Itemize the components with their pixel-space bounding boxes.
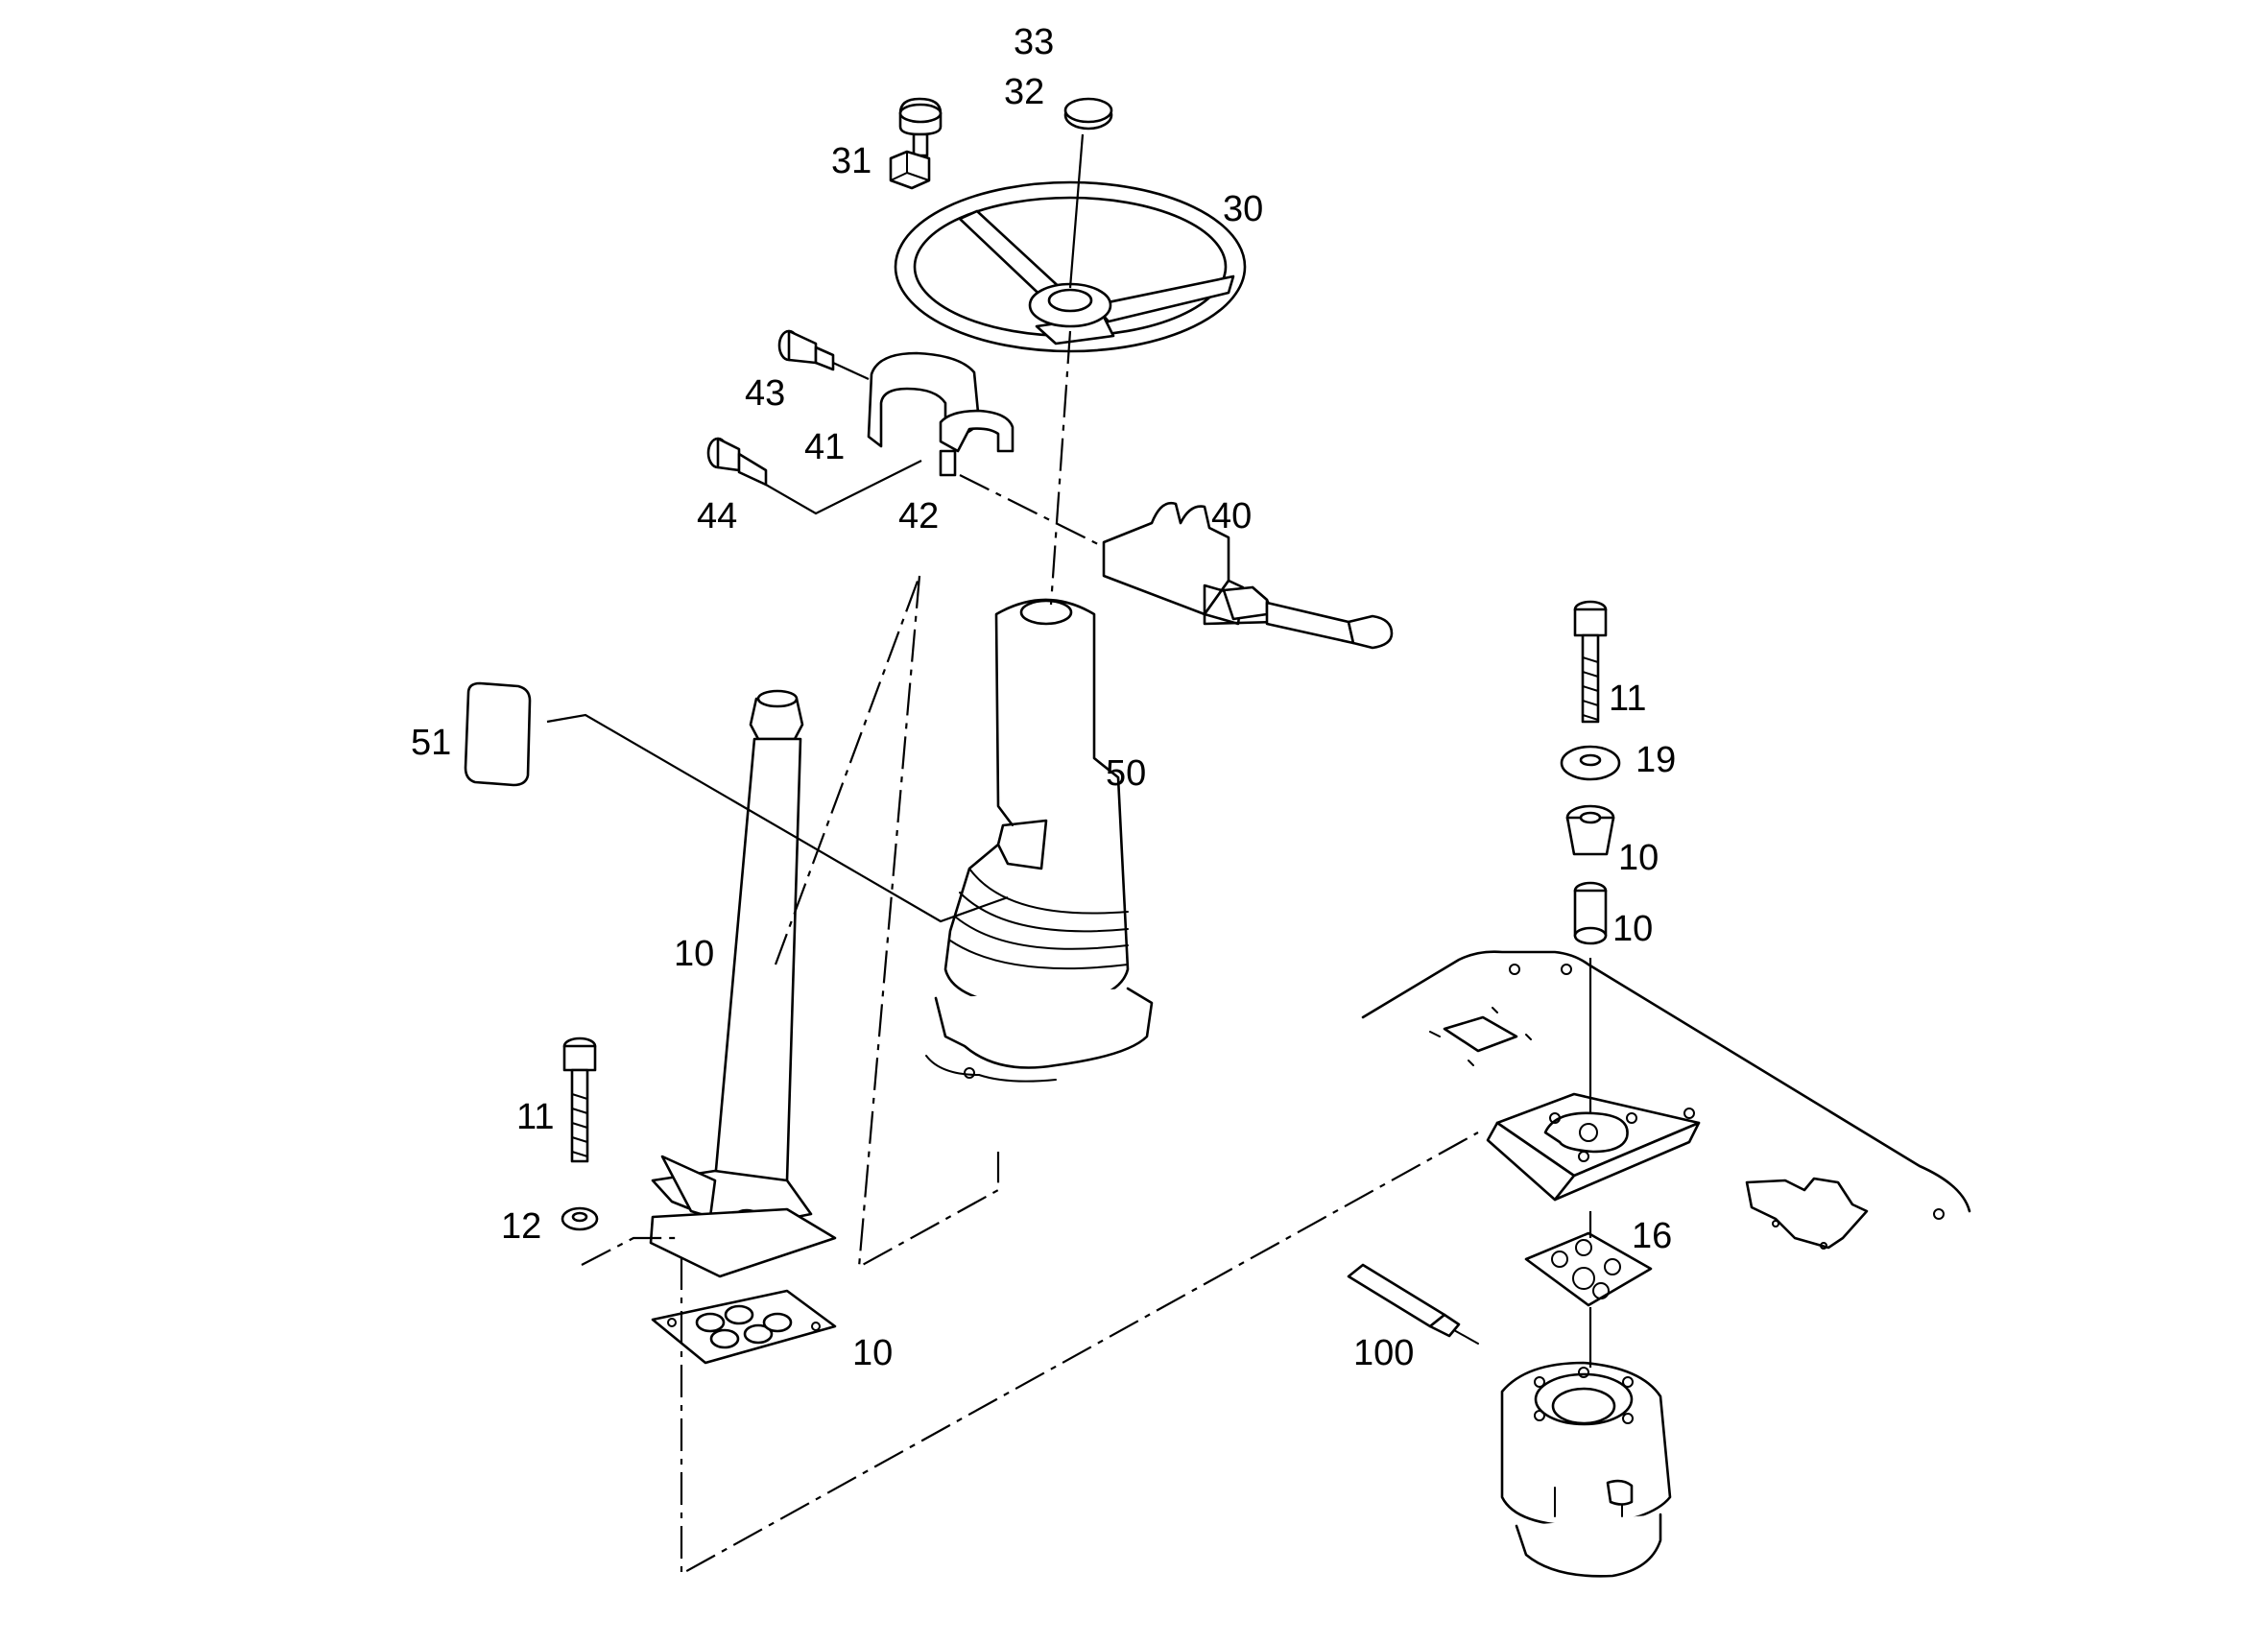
- callout-10-bushing: 10: [1618, 838, 1659, 878]
- pedal-base-plate: [651, 1289, 837, 1365]
- callout-10-rod: 10: [674, 934, 714, 974]
- callout-41: 41: [804, 427, 845, 467]
- grease-tube: [1347, 1263, 1479, 1345]
- bolt-43: [777, 329, 835, 371]
- callout-32: 32: [1004, 72, 1044, 112]
- washer-19: [1560, 745, 1621, 781]
- callout-10-spacer: 10: [1612, 909, 1653, 949]
- callout-50: 50: [1106, 753, 1146, 794]
- callout-40: 40: [1211, 496, 1252, 536]
- callout-19: 19: [1635, 740, 1676, 780]
- callout-44: 44: [697, 496, 737, 536]
- bolt-44: [706, 437, 768, 487]
- mounting-bracket: [1486, 1092, 1701, 1202]
- callout-12: 12: [501, 1206, 541, 1247]
- washer-12: [561, 1206, 599, 1231]
- callout-33: 33: [1014, 22, 1054, 62]
- column-clamp: [867, 351, 1015, 477]
- pedal-rod: [649, 689, 837, 1278]
- leader-lines: [546, 133, 1592, 1368]
- bolt-11-right: [1573, 600, 1608, 724]
- callout-30: 30: [1223, 189, 1263, 229]
- callout-11-right: 11: [1609, 679, 1646, 719]
- control-switch: [1102, 501, 1394, 650]
- callout-31: 31: [831, 141, 871, 181]
- bolt-11-left: [562, 1036, 597, 1163]
- assembly-lines: [581, 575, 1479, 1576]
- floor-plate: [1361, 950, 1971, 1250]
- horn-cap: [1063, 97, 1113, 131]
- callout-42: 42: [898, 496, 939, 536]
- spinner-knob: [889, 97, 943, 190]
- pedal-pad: [464, 681, 532, 787]
- callout-16: 16: [1632, 1216, 1672, 1256]
- shim-16: [1524, 1231, 1653, 1307]
- spacer-10b: [1573, 881, 1608, 945]
- callout-43: 43: [745, 373, 785, 414]
- callout-10-plate: 10: [852, 1333, 893, 1373]
- bushing-10a: [1565, 804, 1615, 856]
- steering-unit: [1500, 1361, 1672, 1578]
- callout-51: 51: [411, 723, 451, 763]
- callout-100: 100: [1353, 1333, 1414, 1373]
- callout-labels: 33 32 31 30 43 41 44 42 40 51 50 10 11 1…: [411, 22, 1676, 1373]
- column-housing: [925, 598, 1154, 1083]
- callout-11-left: 11: [516, 1097, 554, 1137]
- steering-wheel: [894, 180, 1247, 353]
